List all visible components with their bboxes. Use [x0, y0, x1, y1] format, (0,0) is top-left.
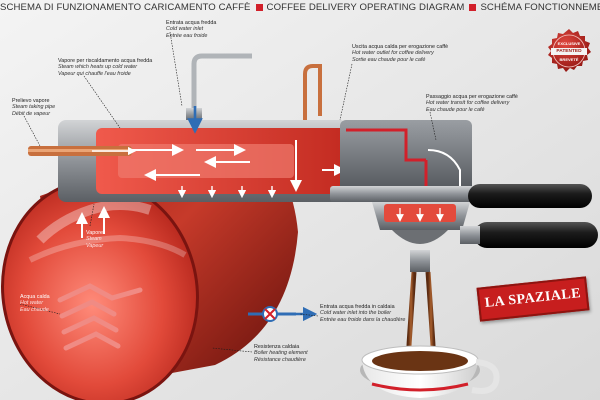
title-en: COFFEE DELIVERY OPERATING DIAGRAM: [266, 2, 465, 13]
seal-top: EXCLUSIVE: [557, 41, 581, 46]
boiler-inlet-valve: [248, 306, 318, 322]
callout-hot-transit: Passaggio acqua per erogazione caffè Hot…: [426, 94, 518, 113]
diagram-title-bar: SCHEMA DI FUNZIONAMENTO CARICAMENTO CAFF…: [0, 0, 600, 16]
heat-exchanger: [58, 106, 350, 202]
seal-middle: PATENTED: [556, 49, 582, 54]
brand-name: LA SPAZIALE: [484, 285, 582, 312]
callout-hot-water: Acqua calda Hot water Eau chaude: [20, 294, 50, 313]
callout-steam-vapor: Vapore per riscaldamento acqua fredda St…: [58, 58, 153, 77]
seal-badge-icon: [548, 29, 591, 72]
down-arrows: [177, 186, 277, 199]
leader-lines: [19, 31, 437, 353]
portafilter-handle: [468, 184, 592, 208]
handles: [460, 184, 598, 248]
callout-steam: Vapore Steam Vapeur: [86, 230, 104, 249]
square-bullet-icon: [255, 3, 263, 11]
portafilter-arrows: [396, 208, 444, 222]
callout-cold-inlet: Entrata acqua fredda Cold water inlet En…: [166, 20, 217, 39]
callout-hot-outlet: Uscita acqua calda per erogazione caffè …: [352, 44, 449, 63]
group-head-assembly: [330, 120, 490, 272]
title-it: SCHEMA DI FUNZIONAMENTO CARICAMENTO CAFF…: [0, 2, 251, 13]
flow-arrows-exchanger: [130, 140, 346, 192]
title-fr: SCHÉMA FONCTIONNEMENT DÉBIT CA: [480, 2, 600, 13]
steam-wand: [28, 146, 137, 156]
callout-steam-pipe: Prelievo vapore Steam taking pipe Débit …: [12, 98, 56, 117]
square-bullet-icon: [469, 3, 477, 11]
lower-handle: [474, 222, 598, 248]
callout-boiler-inlet: Entrata acqua fredda in caldaia Cold wat…: [320, 304, 406, 323]
seal-bottom: BREVETÉ: [559, 57, 579, 62]
heating-element-coils: [57, 283, 143, 351]
patented-seal: EXCLUSIVE PATENTED BREVETÉ: [546, 28, 592, 74]
coffee-cup: [360, 345, 500, 398]
boiler: [1, 128, 298, 400]
callout-heating-element: Resistenza caldaia Boiler heating elemen…: [254, 344, 308, 363]
